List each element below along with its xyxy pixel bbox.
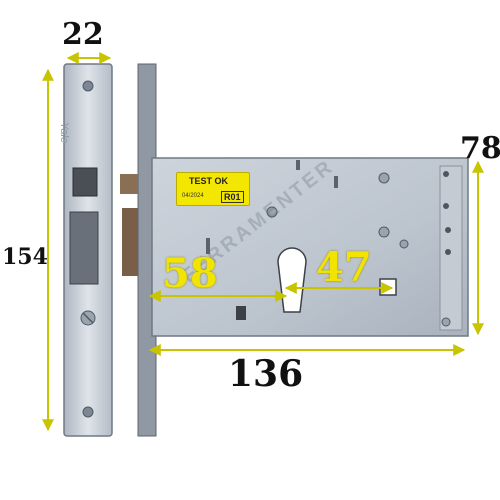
faceplate-width-label: 22 <box>62 17 104 52</box>
top-screw-icon <box>82 80 94 92</box>
test-date: 04/2024 <box>182 193 204 199</box>
case-height-label: 78 <box>460 131 500 166</box>
faceplate-height-label: 154 <box>2 244 48 270</box>
side-plate <box>120 63 157 437</box>
faceplate <box>63 63 113 437</box>
center-distance-label: 47 <box>316 244 372 291</box>
cylinder-keyhole <box>277 247 307 313</box>
backset-label: 58 <box>162 250 218 297</box>
test-code: R01 <box>221 191 244 203</box>
test-status: TEST OK <box>189 176 229 186</box>
dimension-arrows <box>42 52 484 432</box>
latch-bolt <box>120 174 138 194</box>
deadbolt-opening <box>69 211 99 285</box>
dead-bolt <box>122 208 138 276</box>
latch-opening <box>72 167 98 197</box>
bottom-screw-icon <box>82 406 94 418</box>
case-depth-label: 136 <box>228 353 304 395</box>
test-label: TEST OK 04/2024 R01 <box>176 172 250 206</box>
brand-logo: Yale <box>58 122 70 144</box>
